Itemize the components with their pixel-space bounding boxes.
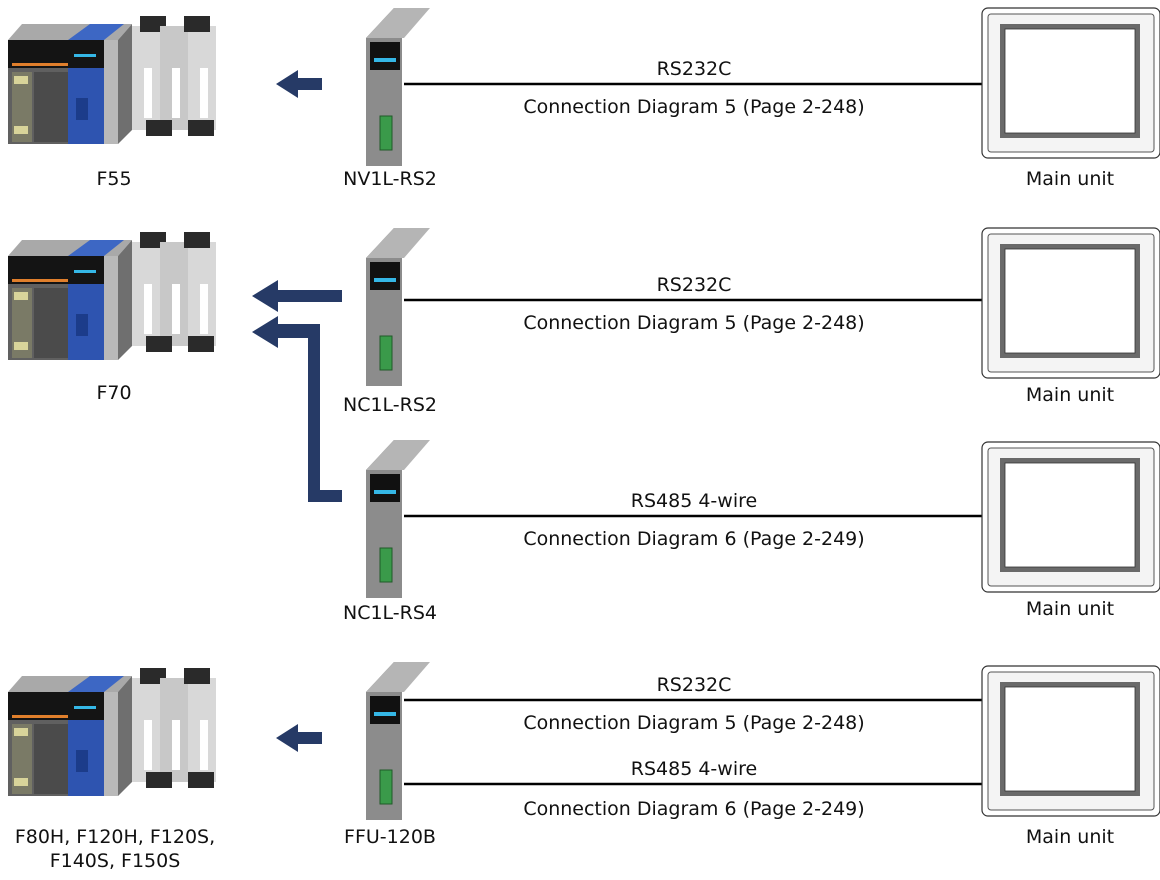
- main-unit-label: Main unit: [1025, 384, 1115, 406]
- bracket-arrow-icon: [252, 316, 342, 502]
- main-unit-label: Main unit: [1025, 598, 1115, 620]
- main-unit-icon: [981, 665, 1160, 817]
- connection-diagram-ref: Connection Diagram 5 (Page 2-248): [523, 712, 865, 734]
- cable-name: RS485 4-wire: [630, 490, 758, 512]
- main-unit-label: Main unit: [1025, 168, 1115, 190]
- module-label: NV1L-RS2: [343, 168, 437, 190]
- plc-f70-icon: [8, 232, 216, 360]
- plc-label: F80H, F120H, F120S,: [14, 826, 216, 848]
- arrow-left-icon: [252, 280, 342, 312]
- module-nc1l-rs2-icon: [365, 227, 431, 387]
- arrow-left-icon: [276, 70, 322, 98]
- cable-name: RS232C: [656, 674, 732, 696]
- cable-name: RS232C: [656, 58, 732, 80]
- module-label: NC1L-RS2: [342, 394, 438, 416]
- plc-label: F55: [96, 168, 132, 190]
- cable-name: RS232C: [656, 274, 732, 296]
- arrow-left-icon: [276, 724, 322, 752]
- plc-f55-icon: [8, 16, 216, 144]
- connection-diagram-ref: Connection Diagram 5 (Page 2-248): [523, 312, 865, 334]
- connection-diagram-ref: Connection Diagram 6 (Page 2-249): [523, 528, 865, 550]
- plc-label: F70: [96, 382, 132, 404]
- cable-name: RS485 4-wire: [630, 758, 758, 780]
- module-label: FFU-120B: [344, 826, 436, 848]
- main-unit-icon: [981, 7, 1160, 159]
- connection-diagram-ref: Connection Diagram 6 (Page 2-249): [523, 798, 865, 820]
- main-unit-icon: [981, 227, 1160, 379]
- module-nv1l-rs2-icon: [365, 7, 431, 167]
- plc-f80h-icon: [8, 668, 216, 796]
- connection-diagram-ref: Connection Diagram 5 (Page 2-248): [523, 96, 865, 118]
- module-nc1l-rs4-icon: [365, 439, 431, 599]
- plc-label: F140S, F150S: [49, 850, 181, 872]
- main-unit-icon: [981, 441, 1160, 593]
- main-unit-label: Main unit: [1025, 826, 1115, 848]
- module-label: NC1L-RS4: [342, 602, 438, 624]
